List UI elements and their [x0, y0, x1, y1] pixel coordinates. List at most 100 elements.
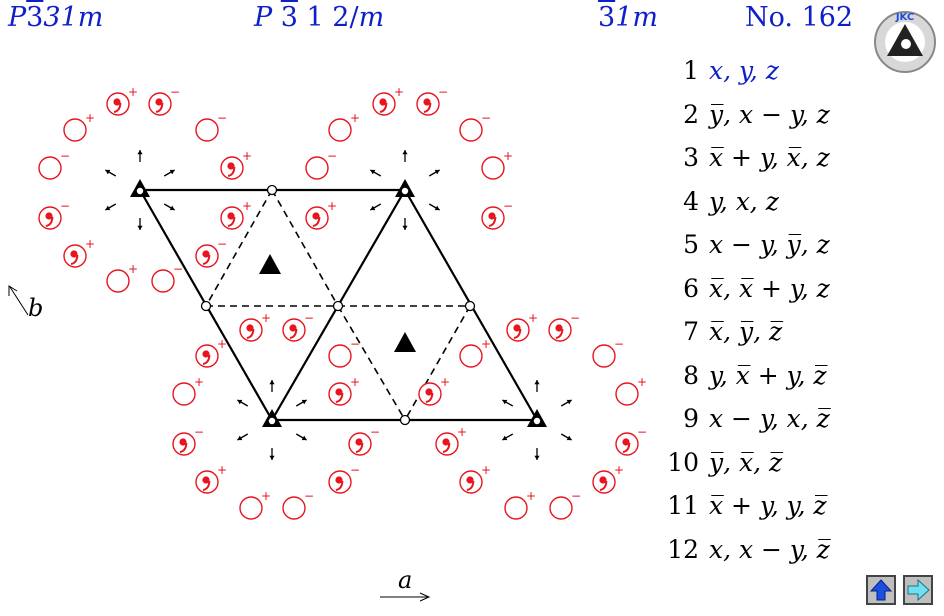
position-coords: x − y, y̅, z	[709, 230, 830, 259]
comma-icon	[312, 212, 320, 220]
position-coords: x, x − y, z̅	[709, 534, 830, 564]
short-symbol: P331m	[8, 2, 104, 33]
right-arrow-icon	[907, 578, 930, 602]
z-sign-label: +	[327, 199, 337, 213]
z-sign-label: +	[242, 199, 252, 213]
mirror-line	[404, 305, 471, 421]
mirror-line	[271, 189, 339, 307]
z-sign-label: +	[350, 111, 360, 125]
z-sign-label: +	[194, 375, 204, 389]
z-sign-label: −	[370, 425, 380, 439]
up-arrow-icon	[869, 579, 893, 601]
general-position-marker	[63, 118, 87, 142]
z-sign-label: −	[217, 111, 227, 125]
comma-icon	[513, 324, 521, 332]
position-coords: y, x, z	[709, 186, 779, 216]
z-sign-label: +	[614, 463, 624, 477]
general-position-marker	[549, 496, 573, 520]
position-coords: x̅ + y, y, z̅	[709, 491, 827, 520]
position-number: 8	[683, 360, 699, 390]
z-sign-label: −	[503, 199, 513, 213]
comma-icon	[70, 250, 78, 258]
logo-text: JKC	[895, 12, 914, 23]
comma-icon	[442, 438, 450, 446]
position-number: 2	[683, 99, 699, 129]
next-button[interactable]	[903, 575, 933, 605]
z-sign-label: −	[481, 111, 491, 125]
z-sign-label: +	[217, 463, 227, 477]
comma-icon	[466, 476, 474, 484]
z-sign-label: +	[394, 85, 404, 99]
inversion-center-icon	[399, 414, 411, 426]
inversion-center-icon	[200, 300, 212, 312]
comma-icon	[113, 98, 121, 106]
up-button[interactable]	[866, 575, 896, 605]
z-sign-label: +	[528, 311, 538, 325]
position-number: 1	[683, 56, 699, 85]
z-sign-label: −	[304, 489, 314, 503]
inversion-center-icon	[464, 300, 476, 312]
position-coords: y̅, x − y, z	[709, 99, 830, 129]
z-sign-label: −	[170, 85, 180, 99]
comma-icon	[488, 212, 496, 220]
general-position-marker	[328, 118, 352, 142]
comma-icon	[227, 212, 235, 220]
general-position-marker	[615, 382, 639, 406]
threefold-axis-icon	[259, 254, 281, 274]
z-sign-label: +	[481, 337, 491, 351]
position-11: 11 x̅ + y, y, z̅	[655, 491, 827, 520]
mirror-line	[205, 189, 273, 307]
comma-icon	[355, 438, 363, 446]
general-position-marker	[172, 382, 196, 406]
z-sign-label: +	[481, 463, 491, 477]
general-position-marker	[195, 118, 219, 142]
z-sign-label: +	[637, 375, 647, 389]
z-sign-label: +	[503, 149, 513, 163]
general-positions: ++−−−+−++−+−++−−−++−+−−++−−+++−+−++−+−++…	[38, 85, 647, 520]
comma-icon	[246, 324, 254, 332]
z-sign-label: +	[526, 489, 536, 503]
z-sign-label: +	[217, 337, 227, 351]
position-number: 5	[683, 230, 699, 259]
axis-a-label: a	[398, 566, 412, 594]
general-position-marker	[328, 344, 352, 368]
general-position-marker	[459, 344, 483, 368]
z-sign-label: −	[570, 311, 580, 325]
z-sign-label: +	[85, 237, 95, 251]
jkc-logo-icon: JKC	[874, 11, 936, 73]
general-position-marker	[504, 496, 528, 520]
position-coords: x̅, x̅ + y, z	[709, 273, 830, 303]
z-sign-label: +	[457, 425, 467, 439]
position-4: 4 y, x, z	[655, 187, 779, 216]
symmetry-diagram: ++−−−+−++−+−++−−−++−+−−++−−+++−+−++−+−++…	[8, 85, 647, 602]
position-coords: y̅, x̅, z̅	[709, 447, 783, 477]
z-sign-label: −	[438, 85, 448, 99]
position-coords: x̅, y̅, z̅	[709, 317, 783, 346]
position-coords: y, x̅ + y, z̅	[709, 360, 827, 390]
z-sign-label: +	[261, 489, 271, 503]
general-position-marker	[282, 496, 306, 520]
z-sign-label: +	[261, 311, 271, 325]
z-sign-label: −	[614, 337, 624, 351]
inversion-center-icon	[332, 300, 344, 312]
z-sign-label: −	[571, 489, 581, 503]
general-position-marker	[481, 156, 505, 180]
z-sign-label: −	[637, 425, 647, 439]
position-number: 11	[667, 491, 699, 520]
position-12: 12 x, x − y, z̅	[655, 535, 830, 564]
symmetry-elements	[105, 150, 572, 460]
comma-icon	[155, 98, 163, 106]
z-sign-label: −	[350, 337, 360, 351]
comma-icon	[179, 438, 187, 446]
z-sign-label: −	[304, 311, 314, 325]
position-number: 12	[667, 534, 699, 564]
z-sign-label: −	[350, 463, 360, 477]
position-number: 4	[683, 186, 699, 216]
space-group-number: No. 162	[745, 2, 854, 33]
position-coords: x̅ + y, x̅, z	[709, 143, 830, 172]
inversion-center-icon	[266, 184, 278, 196]
